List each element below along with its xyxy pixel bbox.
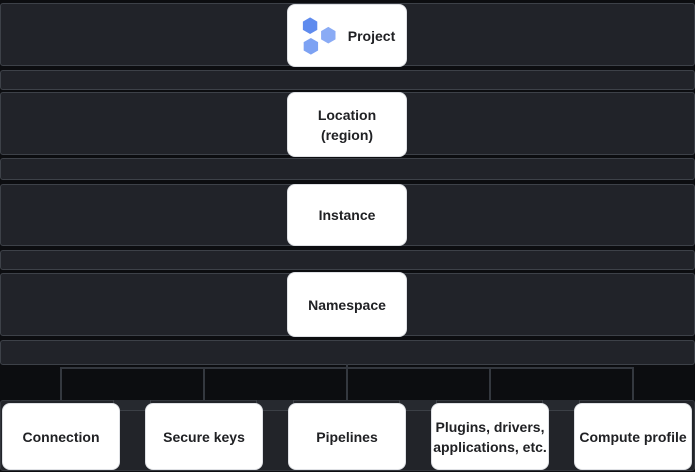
hexagon-top-left [302, 16, 318, 34]
project-label: Project [347, 27, 396, 44]
compute-profile-label: Compute profile [579, 428, 687, 445]
connector-line [632, 367, 634, 400]
connector-line [489, 367, 491, 400]
connector-line [60, 367, 62, 400]
connector-line [346, 367, 348, 400]
hexagon-right [320, 26, 336, 44]
node-project: Project [287, 4, 407, 67]
hexagon-bottom-left [303, 37, 318, 55]
connector-line [346, 364, 348, 367]
node-secure-keys: Secure keys [145, 403, 263, 470]
node-pipelines: Pipelines [288, 403, 406, 470]
separator-band [0, 340, 695, 365]
separator-band [0, 250, 695, 270]
separator-band [0, 70, 695, 90]
instance-label: Instance [318, 207, 376, 223]
node-namespace: Namespace [287, 272, 407, 337]
separator-band [0, 158, 695, 180]
node-plugins: Plugins, drivers, applications, etc. [431, 403, 549, 470]
plugins-label: Plugins, drivers, applications, etc. [433, 418, 547, 455]
connection-label: Connection [22, 428, 100, 445]
secure-keys-label: Secure keys [163, 428, 245, 445]
hexagon-cluster-icon [302, 16, 336, 55]
namespace-label: Namespace [308, 296, 386, 313]
pipelines-label: Pipelines [316, 428, 378, 445]
node-location: Location (region) [287, 92, 407, 157]
connector-line [203, 367, 205, 400]
node-compute-profile: Compute profile [574, 403, 692, 470]
location-label: Location (region) [317, 106, 377, 143]
node-instance: Instance [287, 184, 407, 246]
node-connection: Connection [2, 403, 120, 470]
